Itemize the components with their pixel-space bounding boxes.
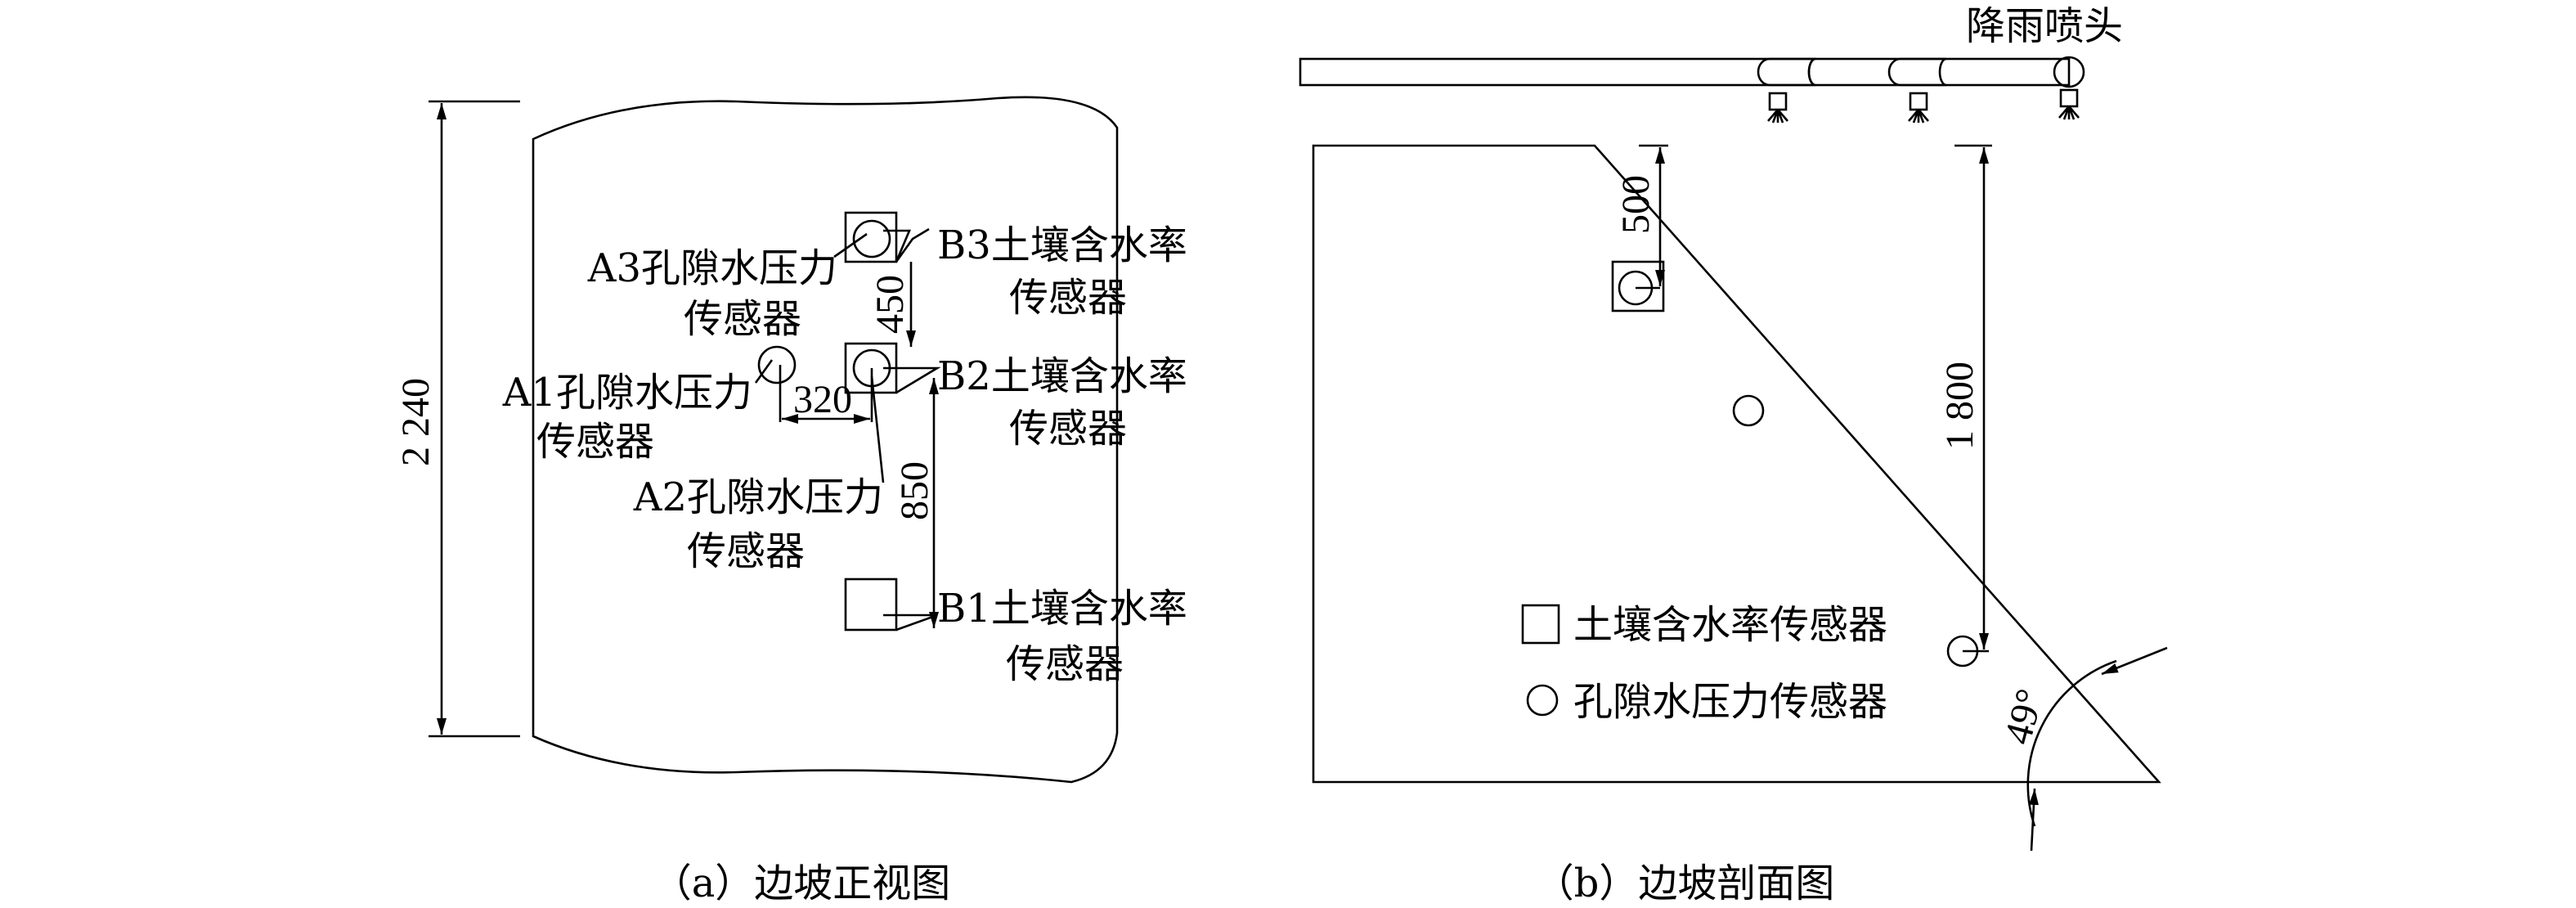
caption-a: （a）边坡正视图 <box>653 861 951 906</box>
label-b3-line2: 传感器 <box>1009 275 1127 321</box>
legend-square-label: 土壤含水率传感器 <box>1573 602 1887 648</box>
label-a2-line2: 传感器 <box>687 528 805 574</box>
dim-320-label: 320 <box>793 378 852 421</box>
caption-b: （b）边坡剖面图 <box>1535 861 1835 906</box>
label-b3: B3土壤含水率 <box>937 223 1187 268</box>
height-dim-label: 2 240 <box>394 378 438 466</box>
sensor-b3-square <box>844 211 898 263</box>
dim-850-label: 850 <box>893 461 936 520</box>
label-a2: A2孔隙水压力 <box>633 474 883 520</box>
sensor-b1-square <box>844 578 898 632</box>
nozzle-label: 降雨喷头 <box>1966 3 2123 49</box>
label-b1-line2: 传感器 <box>1006 641 1124 687</box>
dim-450-label: 450 <box>868 275 912 334</box>
section-view: 降雨喷头 500 1 800 49° 土壤含水率传感器 孔隙水压力传感器 （b）… <box>1299 3 2168 906</box>
dim-1800-label: 1 800 <box>1938 362 1981 450</box>
dim-500-label: 500 <box>1614 175 1658 234</box>
nozzle-icon <box>1767 92 1788 124</box>
nozzle-icon <box>2058 88 2080 120</box>
sensor-circle <box>1732 394 1765 427</box>
label-a1: A1孔隙水压力 <box>502 370 752 416</box>
nozzle-icon <box>1908 92 1929 124</box>
front-view: 2 240 450 850 320 A3孔隙水压力 传感器 A1孔隙水压力 传感… <box>394 96 1187 906</box>
slope-outline <box>532 96 1119 784</box>
height-dimension: 2 240 <box>394 100 520 738</box>
label-a3: A3孔隙水压力 <box>587 245 837 291</box>
sensor-a3-circle <box>852 219 891 258</box>
legend: 土壤含水率传感器 孔隙水压力传感器 <box>1521 602 1887 725</box>
legend-circle-icon <box>1526 684 1559 717</box>
legend-circle-label: 孔隙水压力传感器 <box>1573 679 1887 725</box>
sensor-square <box>1611 260 1665 312</box>
label-b2-line2: 传感器 <box>1009 406 1127 452</box>
slope-section <box>1312 144 2161 784</box>
label-b2: B2土壤含水率 <box>937 353 1187 399</box>
label-a3-line2: 传感器 <box>684 296 801 342</box>
legend-square-icon <box>1521 604 1560 645</box>
label-b1: B1土壤含水率 <box>937 586 1187 632</box>
angle-label: 49° <box>1996 685 2053 749</box>
rainfall-pipe: 降雨喷头 <box>1299 3 2123 124</box>
sensor-a1-circle <box>757 345 797 384</box>
label-a1-line2: 传感器 <box>536 419 654 465</box>
